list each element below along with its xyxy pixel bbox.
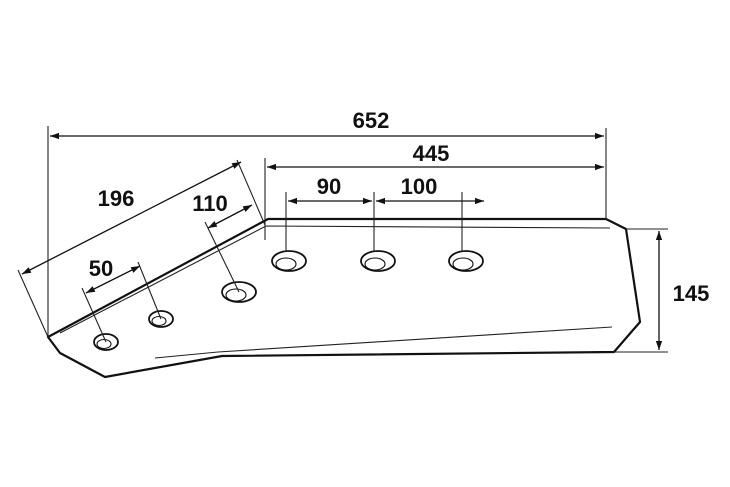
upper-bevel-line (59, 225, 611, 334)
hole-4 (271, 250, 307, 272)
dim-label-196: 196 (98, 186, 135, 211)
dim-label-445: 445 (413, 141, 450, 166)
dim-line-50 (85, 265, 141, 294)
dim-line-196 (21, 161, 242, 275)
dim-line-110 (207, 204, 253, 229)
dim-label-110: 110 (192, 191, 228, 216)
extension-lines (17, 126, 668, 353)
dim-label-50: 50 (89, 256, 113, 281)
blade-outline (46, 217, 642, 379)
dim-label-145: 145 (673, 281, 710, 306)
dim-label-652: 652 (353, 108, 390, 133)
lower-bevel-line (154, 326, 613, 359)
dim-label-100: 100 (401, 174, 438, 199)
hole-5 (360, 250, 396, 272)
hole-6 (448, 250, 484, 272)
dim-label-90: 90 (317, 174, 341, 199)
